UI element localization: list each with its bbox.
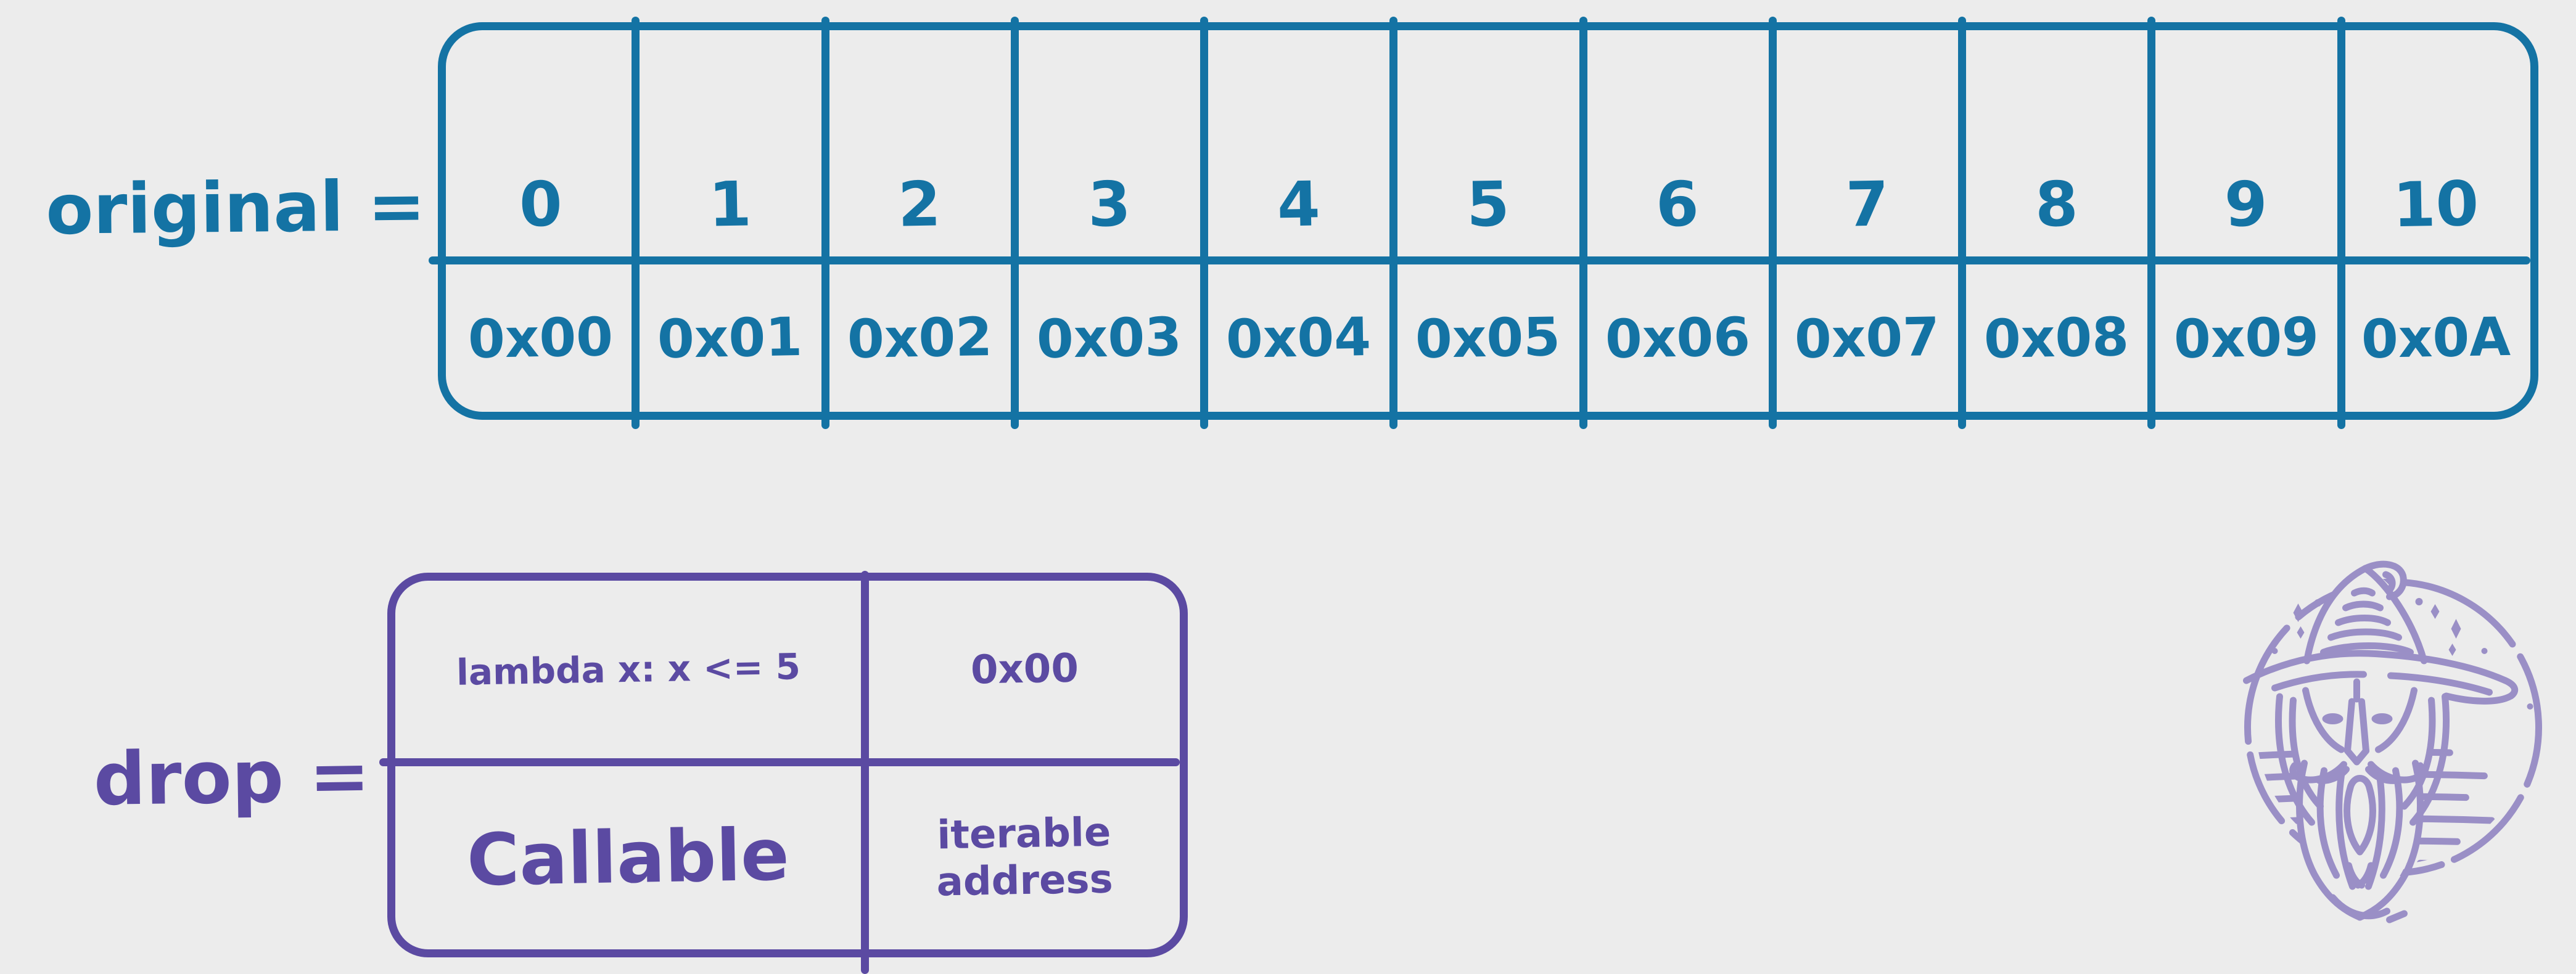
index-cell: 3: [1087, 168, 1132, 241]
address-cell: 0x07: [1794, 306, 1940, 370]
predicate-address-text: 0x00: [969, 645, 1079, 694]
original-array-label: original =: [45, 166, 426, 250]
index-cell: 8: [2035, 168, 2079, 241]
drop-label: drop =: [93, 732, 371, 822]
predicate-address-cell: 0x00: [869, 581, 1180, 758]
address-cell: 0x02: [846, 306, 993, 370]
iterable-address-cell: iterable address: [869, 766, 1180, 949]
predicate-text: lambda x: x <= 5: [455, 645, 801, 694]
row-divider: [379, 758, 1180, 766]
index-cell: 4: [1276, 168, 1321, 241]
address-cell: 0x05: [1415, 306, 1562, 370]
row-divider: [429, 256, 2530, 264]
address-row: 0x00 0x01 0x02 0x03 0x04 0x05 0x06 0x07 …: [446, 264, 2530, 412]
column-divider: [1010, 17, 1019, 429]
index-cell: 7: [1845, 168, 1890, 241]
address-cell: 0x01: [657, 306, 804, 370]
original-array-table: 0 1 2 3 4 5 6 7 8 9 10 0x00 0x01 0x02 0x…: [429, 17, 2538, 429]
column-divider: [1958, 17, 1967, 429]
column-divider: [821, 17, 829, 429]
address-cell: 0x0A: [2360, 306, 2511, 370]
address-cell: 0x06: [1604, 306, 1751, 370]
column-divider: [632, 17, 640, 429]
index-cell: 5: [1466, 168, 1510, 241]
address-cell: 0x03: [1036, 306, 1182, 370]
column-divider: [1579, 17, 1587, 429]
wizard-icon: [2243, 560, 2542, 923]
wizard-illustration: [2237, 560, 2549, 930]
index-cell: 10: [2392, 167, 2479, 242]
predicate-cell: lambda x: x <= 5: [395, 581, 861, 758]
index-cell: 9: [2224, 168, 2268, 241]
column-divider: [1389, 17, 1398, 429]
index-cell: 1: [708, 168, 752, 241]
column-divider: [2337, 17, 2345, 429]
iterable-address-text: iterable address: [936, 809, 1114, 905]
column-divider: [1768, 17, 1777, 429]
address-cell: 0x09: [2173, 306, 2319, 370]
predicate-type-text: Callable: [466, 813, 790, 902]
index-cell: 0: [518, 168, 563, 241]
address-cell: 0x00: [467, 306, 614, 370]
drop-table: lambda x: x <= 5 0x00 Callable iterable …: [379, 571, 1188, 974]
address-cell: 0x08: [1983, 306, 2130, 370]
index-row: 0 1 2 3 4 5 6 7 8 9 10: [446, 30, 2530, 256]
address-cell: 0x04: [1225, 306, 1372, 370]
column-divider: [2147, 17, 2156, 429]
column-divider: [861, 571, 869, 974]
column-divider: [1200, 17, 1209, 429]
index-cell: 6: [1655, 168, 1700, 241]
index-cell: 2: [897, 168, 942, 241]
predicate-type-cell: Callable: [395, 766, 861, 949]
